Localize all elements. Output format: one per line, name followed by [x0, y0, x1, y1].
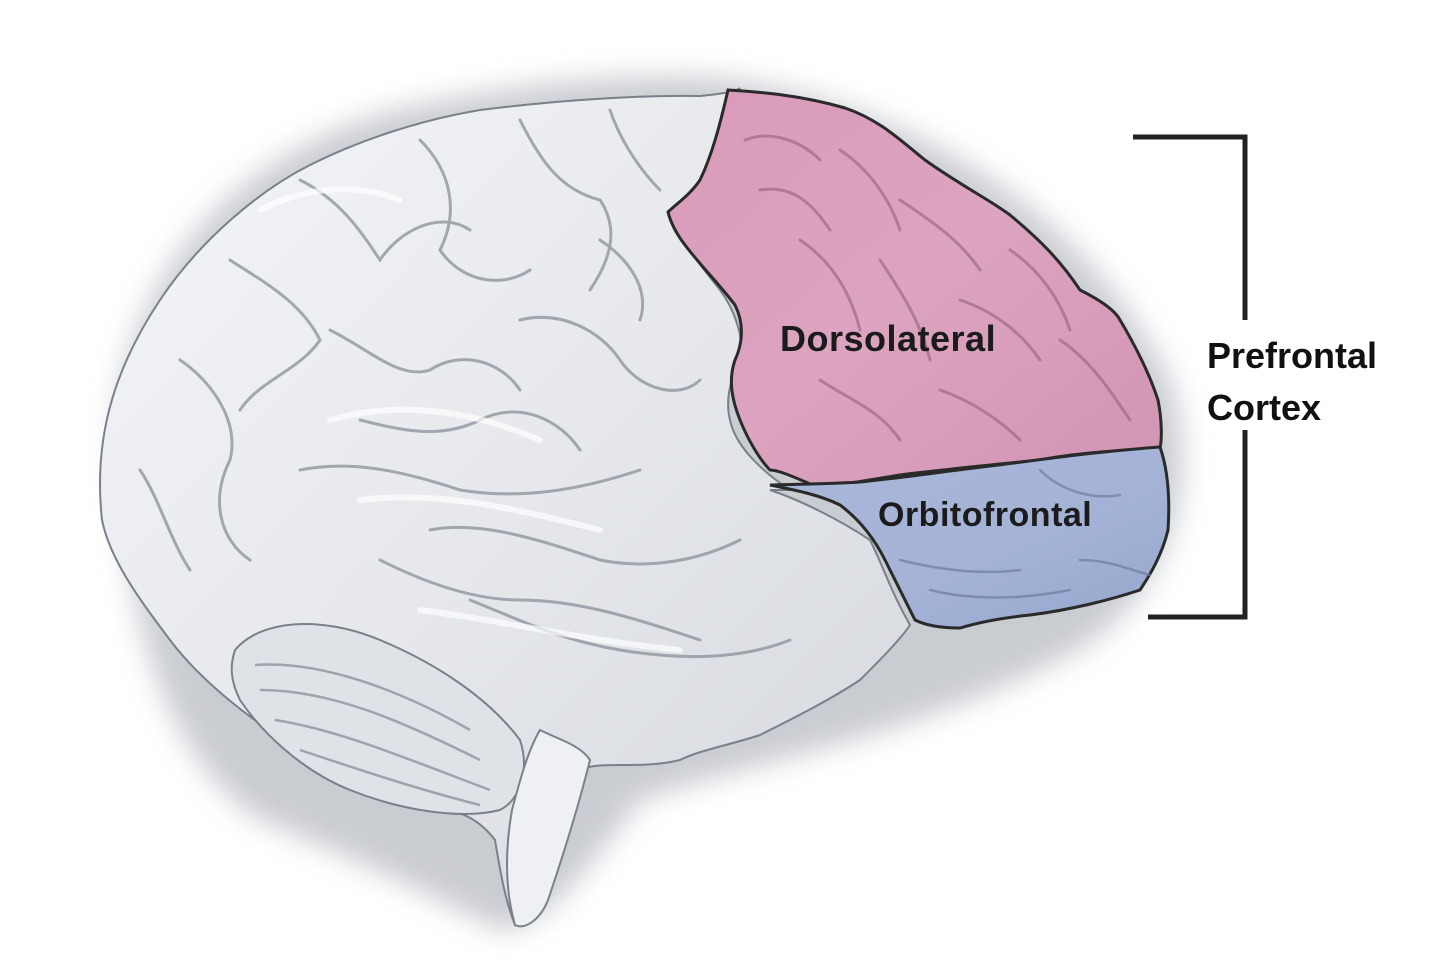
prefrontal-cortex-label-line2: Cortex	[1207, 387, 1322, 428]
dorsolateral-label: Dorsolateral	[780, 318, 997, 359]
orbitofrontal-region	[769, 445, 1171, 630]
prefrontal-cortex-label-line1: Prefrontal	[1207, 335, 1378, 376]
temporal-lobe-texture	[257, 186, 683, 653]
brain-gyri-texture	[138, 108, 792, 659]
prefrontal-bracket	[1133, 134, 1248, 620]
cerebellum	[230, 623, 525, 815]
prefrontal-cortex-label: Prefrontal Cortex	[1207, 330, 1377, 434]
brainstem	[506, 728, 592, 928]
orbitofrontal-label: Orbitofrontal	[878, 496, 1093, 534]
